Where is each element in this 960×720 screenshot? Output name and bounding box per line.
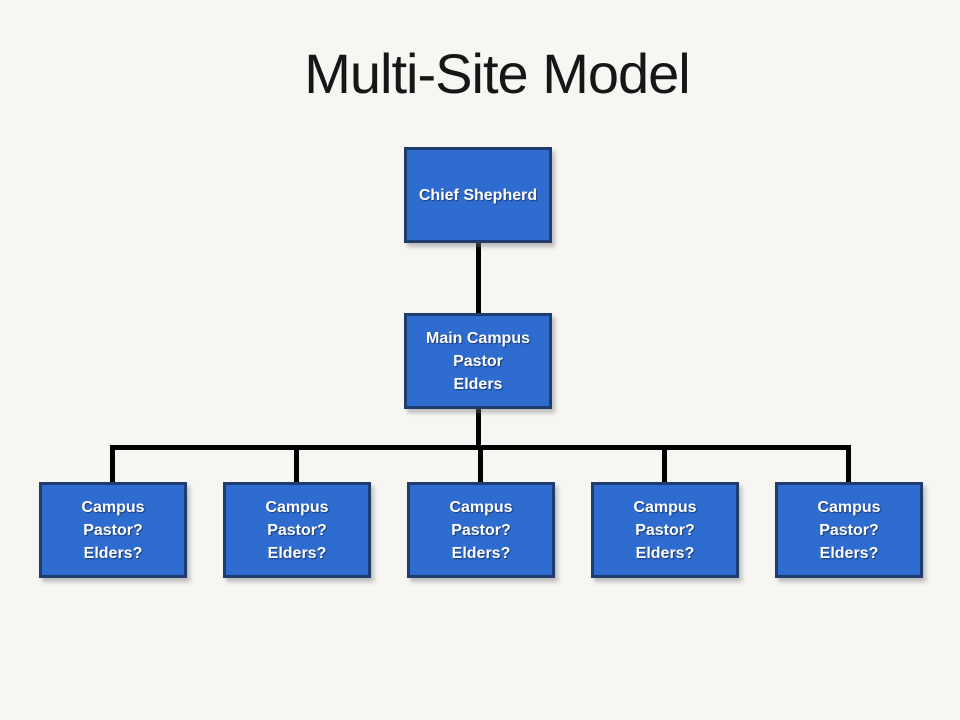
org-node-label: Pastor?: [635, 521, 695, 539]
org-node-label: Elders?: [83, 544, 143, 562]
connector-root-to-main: [476, 241, 481, 315]
org-node-label: Chief Shepherd: [418, 186, 538, 204]
slide-title: Multi-Site Model: [304, 42, 690, 105]
org-node-label: Pastor: [453, 352, 503, 370]
org-node-label: Pastor?: [267, 521, 327, 539]
org-node-label: Main Campus: [425, 329, 530, 347]
connector-drop-campus-1: [110, 447, 115, 484]
org-node-label: Campus: [449, 498, 513, 516]
connector-drop-campus-4: [662, 447, 667, 484]
org-node-label: Campus: [265, 498, 329, 516]
org-node-label: Pastor?: [83, 521, 143, 539]
connector-main-to-bus: [476, 407, 481, 447]
org-node-label: Elders?: [635, 544, 695, 562]
connector-drop-campus-2: [294, 447, 299, 484]
org-node-label: Campus: [817, 498, 881, 516]
org-node-campus-2: Campus Pastor? Elders?: [223, 482, 371, 578]
org-node-campus-4: Campus Pastor? Elders?: [591, 482, 739, 578]
org-node-label: Elders: [453, 375, 503, 393]
org-node-label: Pastor?: [819, 521, 879, 539]
org-node-label: Elders?: [267, 544, 327, 562]
connector-drop-campus-3: [478, 447, 483, 484]
org-node-label: Elders?: [819, 544, 879, 562]
org-node-label: Campus: [81, 498, 145, 516]
org-node-main-campus: Main Campus Pastor Elders: [404, 313, 552, 409]
org-node-label: Elders?: [451, 544, 511, 562]
org-node-label: Campus: [633, 498, 697, 516]
org-node-campus-1: Campus Pastor? Elders?: [39, 482, 187, 578]
org-node-chief-shepherd: Chief Shepherd: [404, 147, 552, 243]
org-node-campus-5: Campus Pastor? Elders?: [775, 482, 923, 578]
org-node-label: Pastor?: [451, 521, 511, 539]
connector-drop-campus-5: [846, 447, 851, 484]
org-node-campus-3: Campus Pastor? Elders?: [407, 482, 555, 578]
